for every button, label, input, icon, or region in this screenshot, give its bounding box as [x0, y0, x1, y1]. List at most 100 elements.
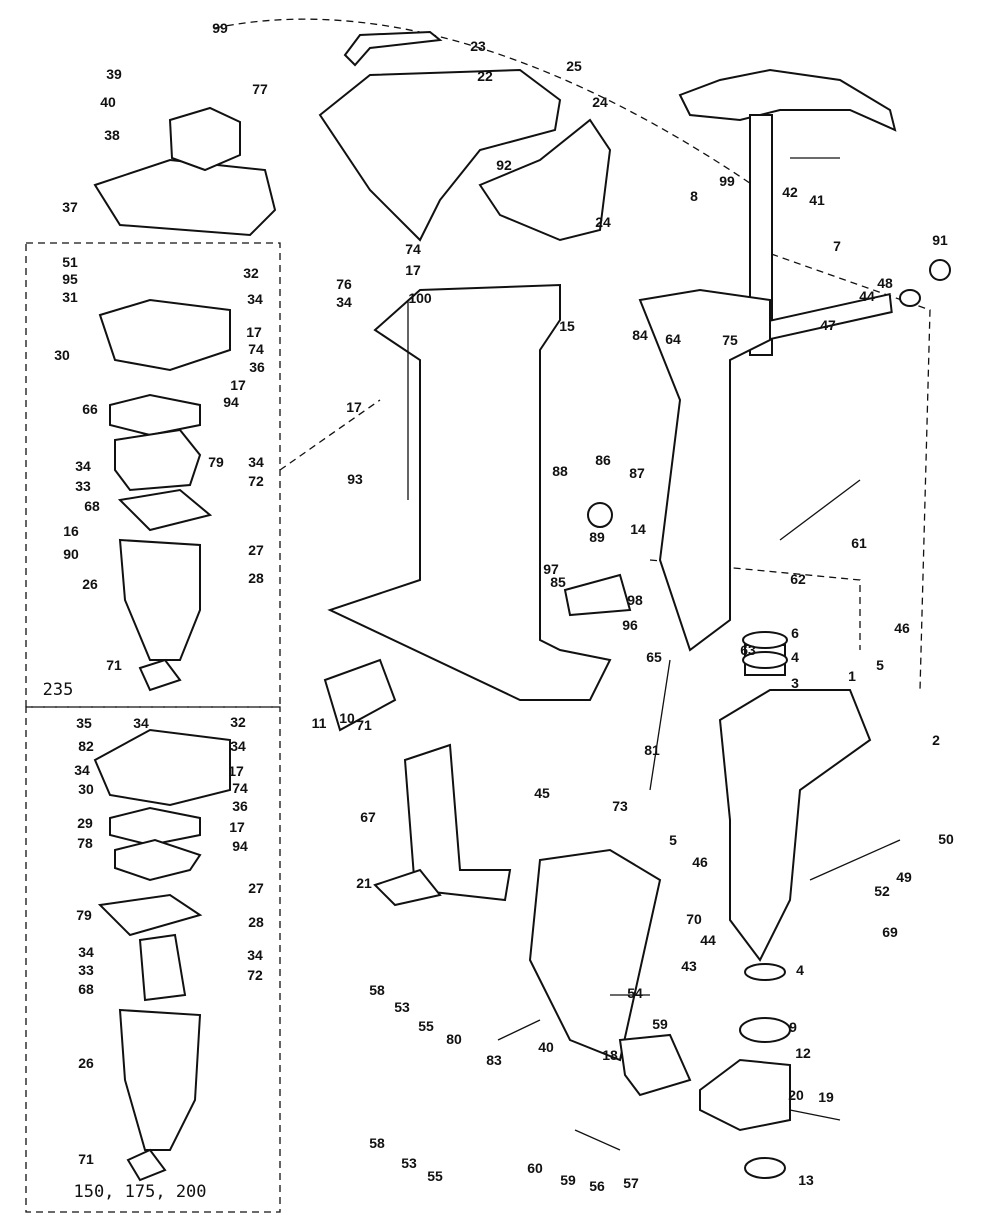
- part-label-38: 38: [104, 127, 120, 143]
- part-96: [563, 573, 632, 617]
- part-label-48: 48: [877, 275, 893, 291]
- part-label-72: 72: [247, 967, 263, 983]
- part-label-39: 39: [106, 66, 122, 82]
- part-label-1: 1: [848, 668, 856, 684]
- part-label-58: 58: [369, 1135, 385, 1151]
- part-label-30: 30: [54, 347, 70, 363]
- part-label-60: 60: [527, 1160, 543, 1176]
- part-label-67: 67: [360, 809, 376, 825]
- part-label-42: 42: [782, 184, 798, 200]
- part-label-84: 84: [632, 327, 648, 343]
- group-label-150-175-200: 150, 175, 200: [73, 1182, 207, 1202]
- part-label-44: 44: [859, 288, 875, 304]
- part-label-70: 70: [686, 911, 702, 927]
- plate-66: [109, 393, 201, 437]
- part-label-24: 24: [595, 214, 611, 230]
- part-label-36: 36: [232, 798, 248, 814]
- nut-91: [929, 259, 951, 281]
- gasket-79: [117, 488, 213, 532]
- part-label-34: 34: [74, 762, 90, 778]
- part-label-59: 59: [560, 1172, 576, 1188]
- part-label-31: 31: [62, 289, 78, 305]
- part-label-4: 4: [796, 962, 804, 978]
- part-label-17: 17: [346, 399, 362, 415]
- part-label-74: 74: [405, 241, 421, 257]
- part-label-27: 27: [248, 542, 264, 558]
- part-label-88: 88: [552, 463, 568, 479]
- part-label-22: 22: [477, 68, 493, 84]
- link-65: [649, 659, 671, 791]
- rod-49: [809, 839, 901, 881]
- part-label-92: 92: [496, 157, 512, 173]
- part-label-90: 90: [63, 546, 79, 562]
- part-label-69: 69: [882, 924, 898, 940]
- seal-71b: [126, 1148, 167, 1182]
- part-label-32: 32: [230, 714, 246, 730]
- exhaust-housing-15: [327, 283, 612, 701]
- part-label-35: 35: [76, 715, 92, 731]
- part-label-64: 64: [665, 331, 681, 347]
- part-label-86: 86: [595, 452, 611, 468]
- part-label-15: 15: [559, 318, 575, 334]
- part-label-9: 9: [789, 1019, 797, 1035]
- part-label-23: 23: [470, 38, 486, 54]
- part-label-68: 68: [84, 498, 100, 514]
- part-label-53: 53: [394, 999, 410, 1015]
- part-label-5: 5: [876, 657, 884, 673]
- part-label-2: 2: [932, 732, 940, 748]
- part-label-51: 51: [62, 254, 78, 270]
- part-label-16: 16: [63, 523, 79, 539]
- part-label-46: 46: [894, 620, 910, 636]
- spring-86: [587, 502, 613, 528]
- part-label-34: 34: [336, 294, 352, 310]
- gasket-37: [93, 158, 277, 237]
- part-label-52: 52: [874, 883, 890, 899]
- part-label-25: 25: [566, 58, 582, 74]
- ring-4-top: [742, 651, 788, 669]
- part-label-57: 57: [623, 1175, 639, 1191]
- part-label-13: 13: [798, 1172, 814, 1188]
- part-label-40: 40: [538, 1039, 554, 1055]
- part-label-34: 34: [248, 454, 264, 470]
- part-label-47: 47: [820, 317, 836, 333]
- part-label-55: 55: [418, 1018, 434, 1034]
- bracket-45: [528, 848, 662, 1062]
- part-label-78: 78: [77, 835, 93, 851]
- part-label-72: 72: [248, 473, 264, 489]
- part-label-49: 49: [896, 869, 912, 885]
- part-label-29: 29: [77, 815, 93, 831]
- tube-26: [118, 538, 201, 661]
- plate-29: [109, 806, 201, 847]
- part-label-34: 34: [78, 944, 94, 960]
- part-label-18: 18: [602, 1047, 618, 1063]
- part-label-17: 17: [246, 324, 262, 340]
- part-label-44: 44: [700, 932, 716, 948]
- part-label-11: 11: [311, 715, 327, 731]
- part-label-55: 55: [427, 1168, 443, 1184]
- part-label-20: 20: [788, 1087, 804, 1103]
- part-label-94: 94: [223, 394, 239, 410]
- part-label-91: 91: [932, 232, 948, 248]
- part-label-36: 36: [249, 359, 265, 375]
- part-label-94: 94: [232, 838, 248, 854]
- part-label-65: 65: [646, 649, 662, 665]
- part-label-4: 4: [791, 649, 799, 665]
- bolt-19: [789, 1109, 841, 1121]
- cover-10: [323, 658, 397, 732]
- cover-25: [478, 118, 612, 242]
- part-label-74: 74: [232, 780, 248, 796]
- adaptor-30: [98, 298, 231, 372]
- part-label-37: 37: [62, 199, 78, 215]
- part-label-10: 10: [339, 710, 355, 726]
- part-label-8: 8: [690, 188, 698, 204]
- part-label-41: 41: [809, 192, 825, 208]
- swivel-bracket-1: [718, 689, 872, 962]
- part-label-99: 99: [719, 173, 735, 189]
- part-label-71: 71: [106, 657, 122, 673]
- part-label-53: 53: [401, 1155, 417, 1171]
- bolt-83: [497, 1019, 541, 1041]
- dashed-leader: [279, 399, 381, 471]
- steering-shaft-7: [749, 114, 773, 356]
- part-label-99: 99: [212, 20, 228, 36]
